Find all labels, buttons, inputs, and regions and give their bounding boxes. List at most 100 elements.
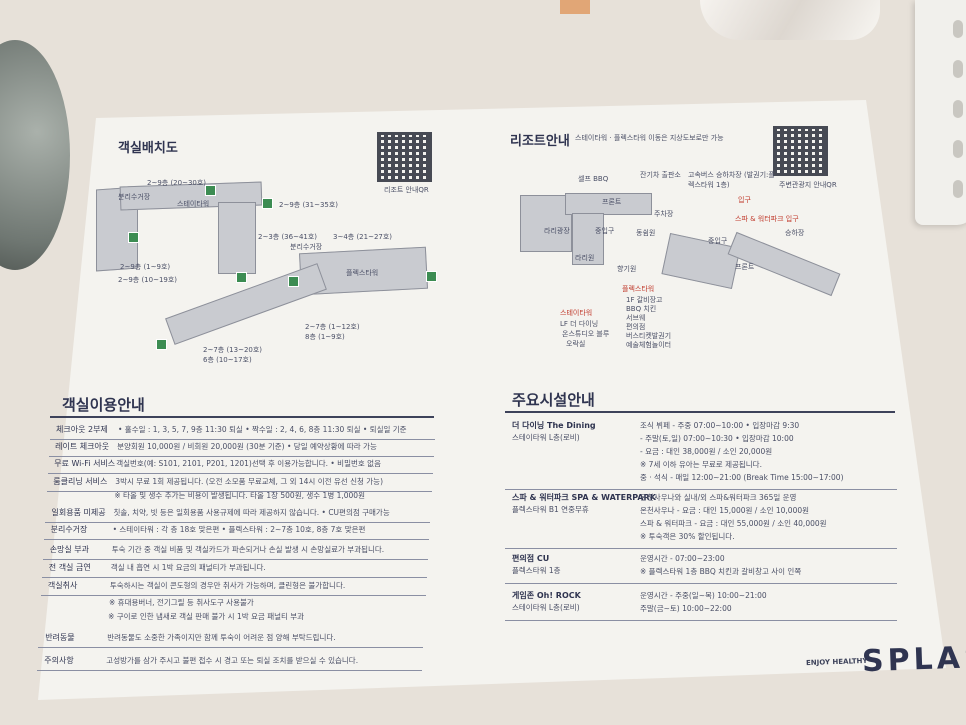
tissue [700, 0, 880, 40]
facility-location: 플렉스타워 1층 [512, 566, 561, 575]
facility-detail: - 요금 : 대인 38,000원 / 소인 20,000원 [640, 447, 773, 456]
map-label: 향기원 [617, 265, 637, 273]
resort-guide-subtitle: 스테이타워 · 플렉스타워 이동은 지상도보로만 가능 [575, 134, 724, 142]
map-label: 스테이타워 [560, 309, 593, 317]
usage-row-label: 체크아웃 2부제 [56, 425, 108, 434]
usage-row-value: 객실 내 흡연 시 1박 요금의 패널티가 부과됩니다. [110, 563, 266, 572]
usage-row-value: • 스테이타워 : 각 층 18호 맞은편 • 플렉스타워 : 2~7층 10호… [112, 525, 366, 534]
map-label: 프론트 [602, 198, 622, 206]
map-label: 입구 [738, 196, 751, 204]
room-layout-title: 객실배치도 [118, 141, 178, 156]
facility-detail: 운영시간 - 07:00~23:00 [640, 554, 725, 563]
qr-caption-tourism: 주변관광지 안내QR [779, 181, 837, 189]
map-label: 승하장 [785, 229, 805, 237]
facility-name: 스파 & 워터파크 SPA & WATERPARK [512, 493, 656, 502]
paper-bag [560, 0, 590, 14]
usage-guide-title: 객실이용안내 [62, 396, 145, 414]
map-label: 주차장 [654, 210, 674, 218]
facility-detail: ※ 플렉스타워 1층 BBQ 치킨과 갈비창고 사이 인쪽 [640, 567, 802, 576]
qr-caption-resort: 리조트 안내QR [384, 186, 429, 194]
usage-row-label: 레이트 체크아웃 [55, 442, 110, 451]
map-label: 버스티켓발권기 [626, 332, 672, 340]
usage-row-value: ※ 타올 및 생수 추가는 비용이 발생됩니다. 타올 1장 500원, 생수 … [114, 491, 365, 500]
map-label: 라리광장 [544, 227, 570, 235]
usage-row-label: 분리수거장 [50, 525, 88, 534]
map-label: 동쉼원 [636, 229, 656, 237]
usage-row-value: 투숙 기간 중 객실 비품 및 객실카드가 파손되거나 손실 발생 시 손망실료… [111, 545, 385, 554]
facility-detail: 운영시간 - 주중(일~목) 10:00~21:00 [640, 591, 767, 600]
facility-location: 스테이타워 L층(로비) [512, 603, 580, 612]
resort-guide-title: 리조트안내 [510, 134, 570, 149]
map-label: 2~9층 (10~19호) [118, 276, 178, 284]
usage-row-label: 주의사항 [44, 656, 74, 665]
map-label: 스테이타워 [177, 200, 210, 208]
usage-row-label: 반려동물 [45, 633, 75, 642]
map-label: 중입구 [595, 227, 615, 235]
map-label: 8층 (1~9호) [305, 333, 345, 341]
facility-detail: 온천사우나와 실내/외 스파&워터파크 365일 운영 [640, 493, 797, 502]
usage-row-value: • 홀수일 : 1, 3, 5, 7, 9층 11:30 퇴실 • 짝수일 : … [118, 425, 407, 434]
usage-row-label: 손망실 부과 [49, 545, 90, 554]
map-label: 2~7층 (13~20호) [203, 346, 263, 354]
map-label: 2~9층 (31~35호) [279, 201, 339, 209]
facility-name: 게임존 Oh! ROCK [512, 591, 581, 600]
map-label: 2~3층 (36~41호) [258, 233, 318, 241]
map-label: 3~4층 (21~27호) [333, 233, 393, 241]
map-label: 분리수거장 [290, 243, 323, 251]
map-label: 서브웨 [626, 314, 646, 322]
usage-row-value: ※ 구이로 인한 냄새로 객실 판매 불가 시 1박 요금 패널티 부과 [108, 612, 305, 621]
map-label: 온스튜디오 블루 [562, 330, 610, 338]
usage-row-value: 투숙하시는 객실이 콘도형의 경우만 취사가 가능하며, 클린형은 불가합니다. [109, 581, 346, 590]
map-label: 잔기차 출판소 [640, 171, 681, 179]
usage-row-value: 칫솔, 치약, 빗 등은 일회용품 사용규제에 따라 제공하지 않습니다. • … [113, 508, 390, 517]
organizer-tray [915, 0, 966, 225]
map-label: BBQ 치킨 [626, 305, 657, 313]
usage-row-label: 룸클리닝 서비스 [53, 477, 108, 486]
facility-detail: 주말(금~토) 10:00~22:00 [640, 604, 732, 613]
map-label: 1F 갈비장고 [626, 296, 663, 304]
map-label: 편의점 [626, 323, 646, 331]
map-label: LF 더 다이닝 [560, 320, 599, 328]
facility-detail: 스파 & 워터파크 - 요금 : 대인 55,000원 / 소인 40,000원 [640, 519, 827, 528]
facility-location: 플렉스타워 B1 연중무휴 [512, 505, 589, 514]
usage-row-value: ※ 휴대용버너, 전기그릴 등 취사도구 사용불가 [109, 598, 254, 607]
map-label: 플렉스타워 [346, 269, 379, 277]
facilities-title: 주요시설안내 [512, 391, 595, 409]
usage-row-value: 반려동물도 소중한 가족이지만 함께 투숙이 어려운 점 양해 부탁드립니다. [107, 633, 336, 642]
facility-location: 스테이타워 L층(로비) [512, 433, 580, 442]
brand-logo: SPLAS [861, 639, 966, 680]
map-label: 예술체험놀이터 [626, 341, 672, 349]
usage-row-value: 객실번호(예: S101, 2101, P201, 1201)선택 후 이용가능… [116, 459, 381, 468]
facility-detail: 온천사우나 - 요금 : 대인 15,000원 / 소인 10,000원 [640, 506, 810, 515]
map-label: 라리원 [575, 254, 595, 262]
qr-code-tourism[interactable] [773, 126, 828, 176]
facility-detail: 조식 뷔페 - 주중 07:00~10:00 • 입장마감 9:30 [640, 421, 800, 430]
facility-name: 더 다이닝 The Dining [512, 421, 596, 430]
qr-code-resort[interactable] [377, 132, 432, 182]
map-label: 6층 (10~17호) [203, 356, 252, 364]
usage-row-value: 3박시 무료 1회 제공됩니다. (오전 소모품 무료교체, 그 외 14시 이… [115, 477, 383, 486]
map-label: 셀프 BBQ [578, 175, 609, 183]
usage-row-label: 객실취사 [47, 581, 78, 590]
facility-name: 편의점 CU [512, 554, 550, 563]
facility-detail: ※ 투숙객은 30% 할인됩니다. [640, 532, 735, 541]
facility-detail: - 주말(토,일) 07:00~10:30 • 입장마감 10:00 [640, 434, 794, 443]
facility-detail: ※ 7세 이하 유아는 무료로 제공됩니다. [640, 460, 762, 469]
usage-row-label: 일회용품 미제공 [51, 508, 106, 517]
map-label: 2~9층 (1~9호) [120, 263, 171, 271]
map-label: 2~7층 (1~12호) [305, 323, 360, 331]
facility-detail: 중 · 석식 - 매일 12:00~21:00 (Break Time 15:0… [640, 473, 844, 482]
map-label: 중입구 [708, 237, 728, 245]
usage-row-value: 분양회원 10,000원 / 비회원 20,000원 (30분 기준) • 당일… [117, 442, 377, 451]
map-label: 스파 & 워터파크 입구 [735, 215, 799, 223]
map-label: 2~9층 (20~30호) [147, 179, 207, 187]
map-label: 프론트 [735, 263, 755, 271]
usage-row-label: 전 객실 금연 [48, 563, 91, 572]
map-label: 플렉스타워 [622, 285, 655, 293]
map-label: 분리수거장 [118, 193, 151, 201]
map-label: 오락실 [566, 340, 586, 348]
usage-row-value: 고성방가를 삼가 주시고 불편 접수 시 경고 또는 퇴실 조치를 받으실 수 … [106, 656, 359, 665]
usage-row-label: 무료 Wi-Fi 서비스 [54, 459, 116, 468]
map-label: 고속버스 승하차장 (발권기:플렉스타워 1층) [688, 171, 775, 189]
ceramic-bowl [0, 40, 70, 270]
